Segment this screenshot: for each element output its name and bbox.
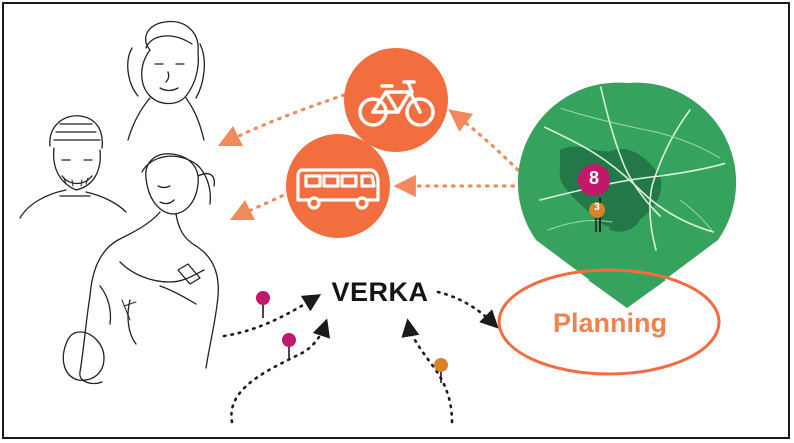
bicycle-icon [344, 48, 448, 152]
map-pin-tip [588, 280, 666, 308]
verka-label: VERKA [331, 277, 429, 307]
arrow-bike-to-people [217, 93, 346, 147]
planning-label: Planning [553, 308, 667, 338]
arrow-user-to-verka [222, 294, 322, 338]
flow-arrows-orange [217, 93, 526, 221]
map-count-small: 3 [594, 202, 600, 213]
location-marker-icon [282, 333, 296, 358]
arrow-verka-to-planning [436, 290, 499, 329]
arrow-bus-to-people [229, 190, 292, 221]
minibus-icon [286, 134, 390, 238]
arrow-lowerleft-to-verka [230, 318, 331, 424]
cyclist-man-sketch [19, 115, 127, 219]
flow-arrows-black [222, 290, 499, 424]
woman-phone-sketch [62, 153, 219, 385]
arrow-map-to-bike [448, 109, 526, 178]
location-marker-icon [256, 291, 270, 318]
woman-sketch-top [127, 20, 206, 141]
arrow-lowerright-to-verka [401, 318, 454, 424]
map-count-large: 8 [588, 168, 599, 188]
map-pin-icon [517, 82, 737, 308]
location-marker-icon [434, 358, 448, 383]
planning-ellipse [497, 268, 721, 376]
